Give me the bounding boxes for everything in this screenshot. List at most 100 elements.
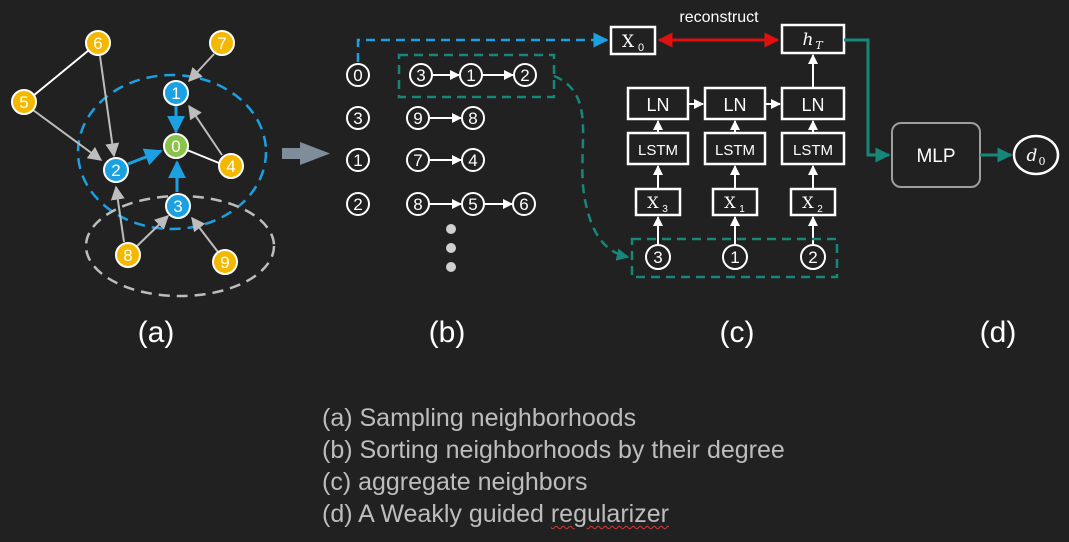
svg-text:LSTM: LSTM: [793, 142, 833, 159]
ln-box-3: LN: [780, 86, 846, 121]
svg-text:2: 2: [520, 66, 529, 85]
svg-text:3: 3: [662, 204, 668, 215]
graph-node-3: 3: [165, 193, 191, 219]
svg-text:5: 5: [468, 195, 477, 214]
svg-text:2: 2: [817, 204, 823, 215]
output-node: d 0: [1012, 134, 1060, 176]
seq-node: 8: [406, 192, 430, 216]
svg-text:1: 1: [171, 84, 180, 103]
svg-text:2: 2: [111, 161, 120, 180]
seq-node: 5: [461, 192, 485, 216]
root-node-2: 2: [346, 192, 370, 216]
svg-text:0: 0: [638, 42, 644, 54]
svg-text:h: h: [803, 30, 814, 50]
svg-text:3: 3: [416, 66, 425, 85]
svg-text:0: 0: [171, 137, 180, 156]
panel-b-sequences: 0 3 1 2 3 9 8 1 7 4 2 8 5 6 (b): [346, 32, 630, 349]
ln-box-2: LN: [703, 86, 767, 121]
caption-line-d: (d) A Weakly guided regularizer: [322, 498, 785, 530]
svg-text:3: 3: [653, 248, 662, 267]
graph-node-2: 2: [103, 157, 129, 183]
edge-6-5: [32, 49, 90, 97]
svg-text:8: 8: [123, 246, 132, 265]
neighborhood-ellipse-blue: [76, 73, 268, 231]
seq-node: 4: [461, 148, 485, 172]
caption-line-d-word: regularizer: [550, 500, 669, 528]
graph-node-9: 9: [212, 249, 238, 275]
input-node: 1: [722, 244, 748, 270]
edge-9-3: [191, 216, 219, 253]
link-sequence-to-inputs: [553, 74, 630, 261]
seq-node: 6: [512, 192, 536, 216]
root-node-1: 1: [346, 148, 370, 172]
caption: (a) Sampling neighborhoods (b) Sorting n…: [322, 402, 785, 530]
svg-text:6: 6: [519, 195, 528, 214]
caption-line-b: (b) Sorting neighborhoods by their degre…: [322, 436, 785, 464]
svg-text:X: X: [622, 32, 635, 52]
seq-node: 3: [409, 63, 433, 87]
svg-text:2: 2: [808, 248, 817, 267]
svg-text:X: X: [647, 193, 659, 212]
svg-text:9: 9: [413, 109, 422, 128]
svg-text:LSTM: LSTM: [715, 142, 755, 159]
svg-text:7: 7: [217, 34, 226, 53]
svg-text:7: 7: [413, 151, 422, 170]
ln-box-1: LN: [626, 86, 690, 121]
svg-text:1: 1: [466, 66, 475, 85]
ht-box: h T: [780, 23, 846, 55]
edge-8-2: [110, 185, 125, 243]
seq-node: 9: [406, 106, 430, 130]
panel-b-label: (b): [429, 316, 466, 349]
caption-line-a: (a) Sampling neighborhoods: [322, 404, 637, 432]
svg-text:4: 4: [468, 151, 477, 170]
input-node: 2: [800, 244, 826, 270]
link-root-to-x0: [356, 32, 609, 62]
edge-0-4: [186, 149, 220, 164]
svg-text:1: 1: [730, 248, 739, 267]
svg-text:0: 0: [353, 66, 362, 85]
svg-text:LN: LN: [801, 95, 824, 115]
svg-text:X: X: [802, 193, 814, 212]
svg-text:MLP: MLP: [916, 146, 955, 167]
svg-text:X: X: [724, 193, 736, 212]
svg-text:LN: LN: [646, 95, 669, 115]
svg-text:8: 8: [413, 195, 422, 214]
lstm-box-2: LSTM: [703, 131, 767, 166]
seq-node: 2: [513, 63, 537, 87]
lstm-box-3: LSTM: [780, 131, 846, 166]
svg-text:4: 4: [226, 157, 235, 176]
root-node-3: 3: [346, 106, 370, 130]
graph-node-8: 8: [115, 242, 141, 268]
svg-text:3: 3: [353, 109, 362, 128]
edge-4-1: [188, 104, 223, 156]
mlp-box: MLP: [891, 122, 981, 188]
svg-text:5: 5: [19, 93, 28, 112]
graph-node-5: 5: [11, 89, 37, 115]
graph-node-1: 1: [163, 80, 189, 106]
graph-node-7: 7: [209, 30, 235, 56]
reconstruct-label: reconstruct: [679, 9, 759, 26]
svg-text:LSTM: LSTM: [638, 142, 678, 159]
seq-node: 1: [459, 63, 483, 87]
seq-node: 8: [461, 106, 485, 130]
selected-sequence-box: [397, 53, 556, 99]
panel-d-label: (d): [980, 316, 1017, 349]
root-node-0: 0: [346, 63, 370, 87]
svg-text:0: 0: [1039, 155, 1046, 168]
link-ht-to-mlp: [844, 38, 891, 163]
panel-c-label: (c): [720, 316, 755, 349]
input-node: 3: [645, 244, 671, 270]
graph-node-0: 0: [163, 133, 189, 159]
svg-text:T: T: [815, 39, 824, 52]
svg-text:LN: LN: [723, 95, 746, 115]
svg-text:9: 9: [220, 253, 229, 272]
panel-a-label: (a): [138, 316, 175, 349]
panel-a-graph: 0 1 2 3 4 5 6 7 8 9 (a): [11, 30, 276, 349]
svg-text:8: 8: [468, 109, 477, 128]
svg-text:3: 3: [173, 197, 182, 216]
